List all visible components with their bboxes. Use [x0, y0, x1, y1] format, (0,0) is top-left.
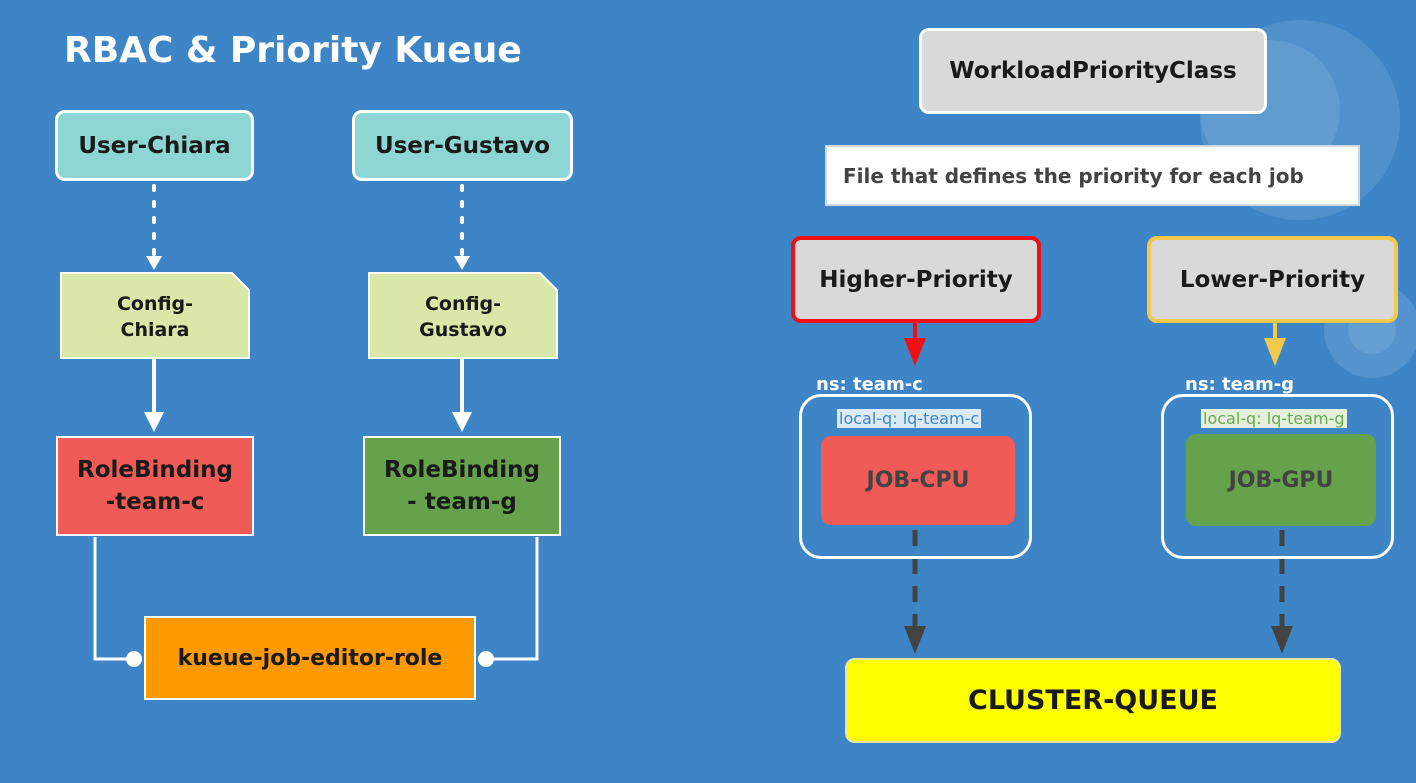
cluster-queue-node: CLUSTER-QUEUE — [845, 658, 1341, 743]
kueue-job-editor-role-node: kueue-job-editor-role — [144, 616, 476, 700]
page-title: RBAC & Priority Kueue — [64, 30, 522, 71]
dashed-arrow-head-cpu — [904, 626, 926, 654]
workload-priority-class-node: WorkloadPriorityClass — [919, 28, 1267, 114]
user-gustavo-node: User-Gustavo — [352, 110, 573, 181]
connector-dot-right — [478, 651, 494, 667]
priority-arrow-head-low — [1264, 338, 1286, 366]
arrow-head-config-chiara — [144, 412, 164, 432]
priority-class-description: File that defines the priority for each … — [825, 145, 1360, 206]
config-gustavo-node: Config- Gustavo — [419, 292, 507, 341]
namespace-label-team-g: ns: team-g — [1185, 374, 1295, 395]
namespace-box-team-c — [799, 394, 1032, 559]
local-queue-team-g: local-q: lq-team-g — [1201, 409, 1347, 428]
lower-priority-node: Lower-Priority — [1147, 236, 1398, 323]
job-gpu-node: JOB-GPU — [1186, 434, 1376, 526]
config-shape-gustavo — [368, 272, 558, 359]
higher-priority-node: Higher-Priority — [791, 236, 1041, 323]
dotted-arrow-head-chiara — [146, 256, 162, 270]
connector-dot-left — [126, 651, 142, 667]
arrow-head-config-gustavo — [452, 412, 472, 432]
config-shape-chiara — [60, 272, 250, 359]
dashed-arrow-head-gpu — [1271, 626, 1293, 654]
connector-rb-c-role — [93, 537, 134, 661]
namespace-label-team-c: ns: team-c — [816, 374, 923, 395]
priority-arrow-head-high — [904, 338, 926, 366]
config-chiara-node: Config- Chiara — [116, 292, 194, 341]
dotted-arrow-head-gustavo — [454, 256, 470, 270]
local-queue-team-c: local-q: lq-team-c — [837, 409, 982, 428]
connector-rb-g-role — [486, 537, 539, 661]
user-chiara-node: User-Chiara — [55, 110, 254, 181]
namespace-box-team-g — [1161, 394, 1394, 559]
job-cpu-node: JOB-CPU — [821, 436, 1015, 525]
rolebinding-team-c-node: RoleBinding -team-c — [56, 436, 254, 536]
rolebinding-team-g-node: RoleBinding - team-g — [363, 436, 561, 536]
